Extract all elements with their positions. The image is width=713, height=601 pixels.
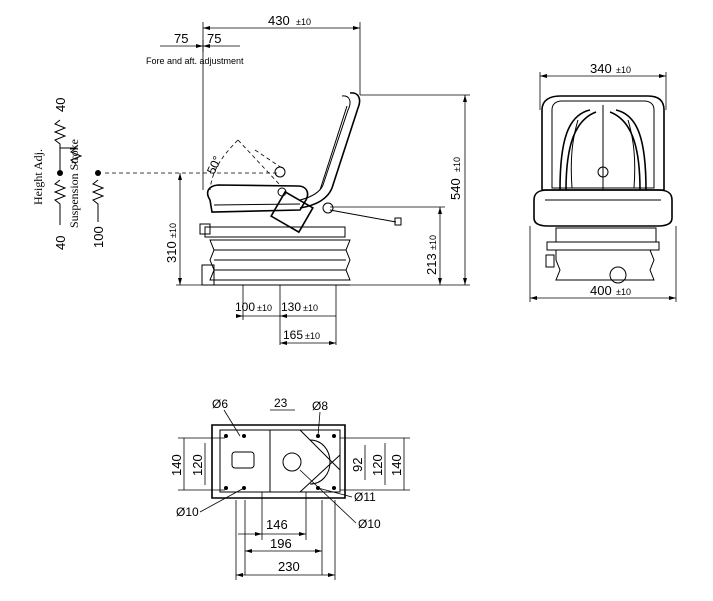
dim-overall-width-tol: ±10 bbox=[296, 17, 311, 27]
side-view-left-dimension: 310 ±10 bbox=[164, 173, 205, 286]
dim-23-label: 23 bbox=[274, 396, 288, 410]
right-dim-92: 92 bbox=[350, 458, 365, 472]
dim-height-tol: ±10 bbox=[452, 157, 462, 172]
dim-bottom-width-tol: ±10 bbox=[616, 287, 631, 297]
height-adj-label: Height Adj. bbox=[31, 149, 45, 205]
height-up-value: 40 bbox=[53, 98, 68, 112]
hole-8-label: Ø8 bbox=[312, 399, 328, 413]
side-view-right-dimensions: 540 ±10 213 ±10 bbox=[330, 94, 470, 286]
suspension-value: 100 bbox=[91, 226, 106, 248]
dim-top-width-tol: ±10 bbox=[616, 65, 631, 75]
dim-196-label: 196 bbox=[270, 536, 292, 551]
dim-bottom-width: 400 bbox=[590, 283, 612, 298]
dim-fore-aft-b: 75 bbox=[207, 31, 221, 46]
dim-height: 540 bbox=[448, 178, 463, 200]
right-dim-140: 140 bbox=[389, 454, 404, 476]
dim-top-width: 340 bbox=[590, 61, 612, 76]
side-view-bottom-dimensions: 100 ±10 130 ±10 165 ±10 bbox=[235, 300, 336, 345]
dim-a-tol: ±10 bbox=[257, 303, 272, 313]
hole-6-label: Ø6 bbox=[212, 397, 228, 411]
hole-10-left-label: Ø10 bbox=[176, 505, 199, 519]
front-pivot-icon bbox=[597, 166, 609, 178]
seat-front-view: 340 ±10 400 ±10 bbox=[529, 61, 677, 302]
side-view-top-dimensions: 430 ±10 75 75 Fore and aft. adjustment bbox=[146, 13, 361, 190]
left-dim-120: 120 bbox=[190, 454, 205, 476]
suspension-stroke-label: Suspension Stroke bbox=[67, 139, 81, 228]
height-down-value: 40 bbox=[53, 236, 68, 250]
backrest-angle: 50° bbox=[204, 154, 224, 177]
dim-armrest-tol: ±10 bbox=[428, 235, 438, 250]
height-pivot-icon bbox=[57, 170, 63, 176]
adjustment-legend: Height Adj. Suspension Stroke 40 40 100 bbox=[31, 98, 280, 250]
dim-seat-height: 310 bbox=[164, 241, 179, 263]
dim-146-label: 146 bbox=[266, 517, 288, 532]
dim-b-tol: ±10 bbox=[303, 303, 318, 313]
dim-a: 100 bbox=[235, 300, 255, 314]
dim-c: 165 bbox=[283, 328, 303, 342]
left-dim-140: 140 bbox=[169, 454, 184, 476]
dim-seat-height-tol: ±10 bbox=[168, 223, 178, 238]
dim-overall-width: 430 bbox=[268, 13, 290, 28]
right-dim-120: 120 bbox=[370, 454, 385, 476]
suspension-pivot-icon bbox=[95, 170, 101, 176]
dim-fore-aft-a: 75 bbox=[174, 31, 188, 46]
dim-230-label: 230 bbox=[278, 559, 300, 574]
fore-aft-label: Fore and aft. adjustment bbox=[146, 56, 244, 66]
backrest-pivot-icon bbox=[274, 166, 286, 178]
dim-b: 130 bbox=[281, 300, 301, 314]
hole-10-right-label: Ø10 bbox=[358, 517, 381, 531]
hole-11-label: Ø11 bbox=[354, 490, 376, 504]
dim-c-tol: ±10 bbox=[305, 331, 320, 341]
base-plate-view: Ø6 23 Ø8 140 120 92 120 140 Ø10 Ø11 Ø10 bbox=[169, 396, 410, 580]
dim-armrest: 213 bbox=[424, 253, 439, 275]
